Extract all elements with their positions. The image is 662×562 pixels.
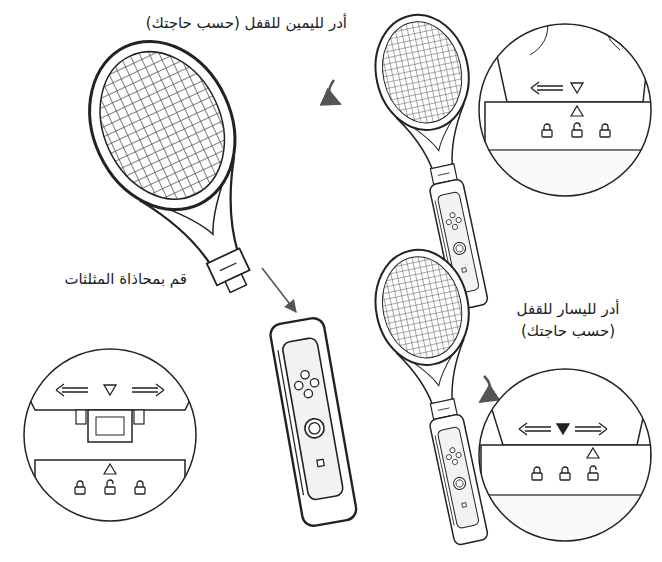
- instruction-label: قم بمحاذاة المثلثات: [61, 268, 190, 290]
- instruction-label: أدر لليمين للقفل (حسب حاجتك): [143, 12, 350, 34]
- instruction-label: أدر لليسار للقفل (حسب حاجتك): [495, 298, 641, 342]
